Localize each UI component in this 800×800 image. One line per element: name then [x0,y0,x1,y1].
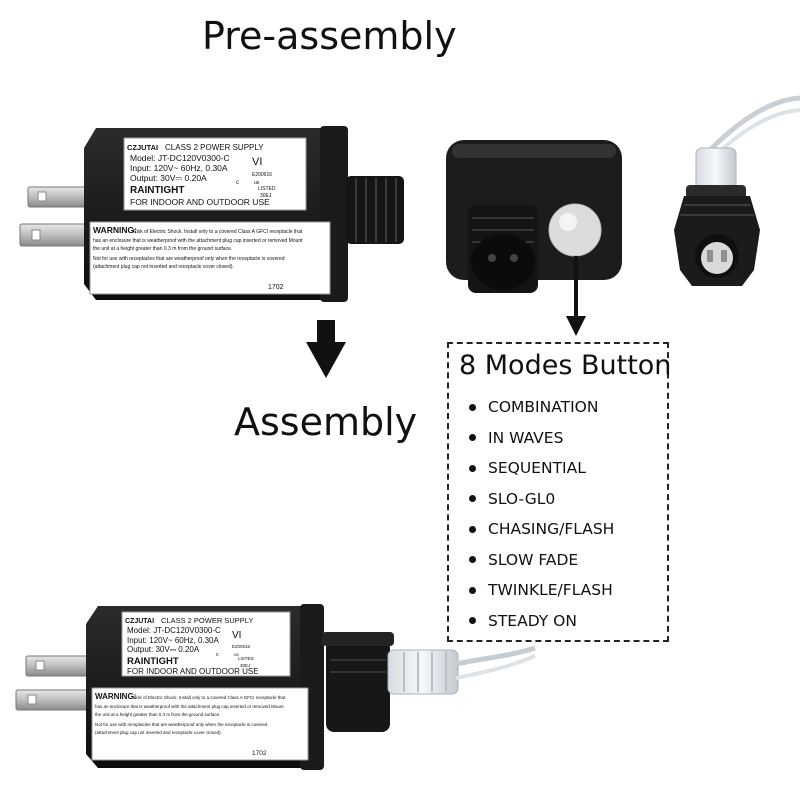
warning-line: has an enclosure that is weatherproof wi… [93,238,303,244]
warning-line: the unit at a height greater than 0.3 m … [93,246,232,252]
label-code: 1702 [252,750,267,757]
controller-box [446,140,622,293]
power-adapter-top [19,126,404,302]
adapter-label [123,137,307,211]
plug-hole [37,191,47,202]
clear-plug-body [387,649,459,695]
label-c: c [216,652,219,658]
list-item: SEQUENTIAL [469,453,614,484]
label-listed-code: 30EJ [240,663,250,668]
label-listed: LISTED [238,656,255,661]
label-input: Input: 120V~ 60Hz, 0.30A [127,636,220,645]
label-raintight: RAINTIGHT [127,656,179,667]
bullet-icon [469,403,476,411]
label-us: us [234,652,240,657]
label-us: us [254,180,260,186]
bullet-icon [469,495,476,503]
socket-face [701,242,733,274]
connector-nut [326,640,390,732]
list-item: IN WAVES [469,423,614,454]
connector-face [471,234,535,290]
label-use: FOR INDOOR AND OUTDOOR USE [127,667,259,676]
modes-list: COMBINATION IN WAVES SEQUENTIAL SLO-GL0 … [469,392,614,636]
plug-prong [15,689,91,711]
warning-head: WARNING: [95,692,136,701]
list-item: SLO-GL0 [469,484,614,515]
warning-line: has an enclosure that is weatherproof wi… [95,704,284,709]
label-brand: CZJUTAI [125,618,154,625]
list-item: TWINKLE/FLASH [469,575,614,606]
warning-line: Risk of Electric Shock. Install only to … [133,229,303,235]
mode-button-icon [548,203,602,257]
warning-head: WARNING: [93,225,137,235]
label-vi: VI [232,630,241,641]
label-brand: CZJUTAI [127,143,158,152]
warning-line: Not for use with receptacles that are we… [93,256,285,262]
label-cert: E200916 [252,172,272,178]
label-listed-code: 30EJ [260,193,272,199]
connector-pin [510,254,518,262]
list-item: SLOW FADE [469,545,614,576]
modes-callout: 8 Modes Button COMBINATION IN WAVES SEQU… [447,342,672,642]
warning-line: (attachment plug cap not inserted and re… [93,264,234,270]
down-arrow-icon [306,320,346,378]
modes-title: 8 Modes Button [459,350,672,381]
assembly-heading: Assembly [234,400,418,444]
warning-label [89,221,331,295]
label-class: CLASS 2 POWER SUPPLY [165,143,264,152]
bullet-icon [469,434,476,442]
label-code: 1702 [268,284,284,291]
list-item: STEADY ON [469,606,614,637]
bullet-icon [469,464,476,472]
bullet-icon [469,617,476,625]
bullet-icon [469,586,476,594]
label-listed: LISTED [258,186,276,192]
power-adapter-bottom [15,604,536,770]
label-use: FOR INDOOR AND OUTDOOR USE [130,197,270,207]
label-output: Output: 30V⎓ 0.20A [127,645,200,654]
warning-line: Risk of Electric Shock. Install only to … [133,695,286,700]
label-input: Input: 120V~ 60Hz, 0.30A [130,163,228,173]
bullet-icon [469,525,476,533]
plug-prong [19,223,89,247]
string-plug-top [674,95,800,286]
label-c: c [236,180,239,186]
label-class: CLASS 2 POWER SUPPLY [161,616,253,625]
label-model: Model: JT-DC120V0300-C [127,626,221,635]
label-model: Model: JT-DC120V0300-C [130,153,230,163]
warning-line: (attachment plug cap not inserted and re… [95,730,222,735]
warning-line: the unit at a height greater than 0.3 m … [95,712,220,717]
warning-line: Not for use with receptacles that are we… [95,722,268,727]
list-item: CHASING/FLASH [469,514,614,545]
pre-assembly-heading: Pre-assembly [202,14,457,58]
plug-prong [27,186,89,208]
bullet-icon [469,556,476,564]
plug-hole [31,229,41,241]
label-output: Output: 30V⎓ 0.20A [130,173,207,183]
list-item: COMBINATION [469,392,614,423]
label-vi: VI [252,156,262,168]
label-cert: E200916 [232,644,251,649]
label-raintight: RAINTIGHT [130,185,184,196]
button-pointer-arrow [566,256,586,336]
connector-pin [488,254,496,262]
